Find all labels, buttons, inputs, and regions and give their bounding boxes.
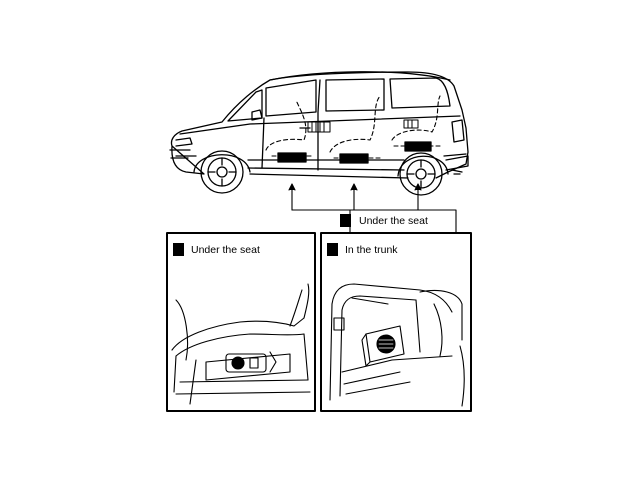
van-bumper-front [169, 149, 191, 159]
speaker-box-middle-seat [339, 153, 369, 164]
arrow-middle-seat-head [350, 183, 358, 191]
van-side-mirror [251, 109, 263, 121]
seat-side-panel [205, 353, 291, 381]
callout-marker-left-panel [173, 243, 184, 256]
trunk-illustration [329, 283, 465, 407]
van-windshield [227, 89, 263, 122]
under-seat-speaker [225, 351, 277, 373]
seat-rail [175, 379, 311, 395]
seat-cushion [171, 317, 305, 351]
callout-connectors [288, 183, 457, 233]
trunk-inner-frame [339, 295, 417, 397]
seat-illustration [171, 283, 311, 405]
callout-marker-main [340, 214, 351, 227]
trunk-speaker-enclosure [361, 325, 405, 367]
trunk-rear-post [459, 345, 465, 407]
arrow-front-seat-head [288, 183, 296, 191]
trunk-strut [351, 297, 389, 305]
callout-marker-right-panel [327, 243, 338, 256]
speaker-box-front-seat [277, 152, 307, 163]
van-vent-grille [307, 121, 331, 133]
arrow-rear-head [414, 183, 422, 191]
van-rear-vent [403, 119, 419, 129]
van-exhaust [451, 169, 463, 175]
callout-bracket [291, 209, 457, 233]
van-tail-light [451, 119, 465, 143]
trunk-hatch-opening [329, 283, 453, 401]
speaker-box-rear-area [404, 141, 432, 152]
callout-label-right-panel: In the trunk [345, 244, 398, 256]
van-rear-window [389, 77, 451, 109]
seat-cushion-edge [175, 333, 305, 357]
van-roof-line [269, 71, 451, 81]
minivan-illustration [169, 71, 469, 196]
van-rear-wheel-arch [397, 155, 449, 177]
van-rocker [247, 167, 405, 171]
seat-backrest [289, 283, 310, 327]
trunk-latch [333, 317, 345, 331]
van-slide-door-window [325, 78, 385, 112]
trunk-side-wall [415, 299, 443, 357]
panel-under-seat-frame [166, 232, 316, 412]
callout-label-left-panel: Under the seat [191, 244, 260, 256]
van-rear-bumper [445, 155, 469, 171]
van-b-pillar [317, 79, 321, 171]
van-front-door-window [265, 79, 317, 117]
trunk-floor [341, 355, 453, 395]
trunk-seat-back [419, 289, 463, 341]
callout-label-main: Under the seat [359, 215, 428, 227]
van-front-wheel [200, 150, 244, 194]
van-front-wheel-arch [193, 154, 251, 173]
van-lower-line [175, 153, 467, 161]
seat-lever [175, 299, 189, 361]
van-rear-wheel [399, 152, 443, 196]
panel-in-trunk-frame [320, 232, 472, 412]
van-headlight [175, 137, 193, 147]
van-belt-line [179, 115, 461, 135]
